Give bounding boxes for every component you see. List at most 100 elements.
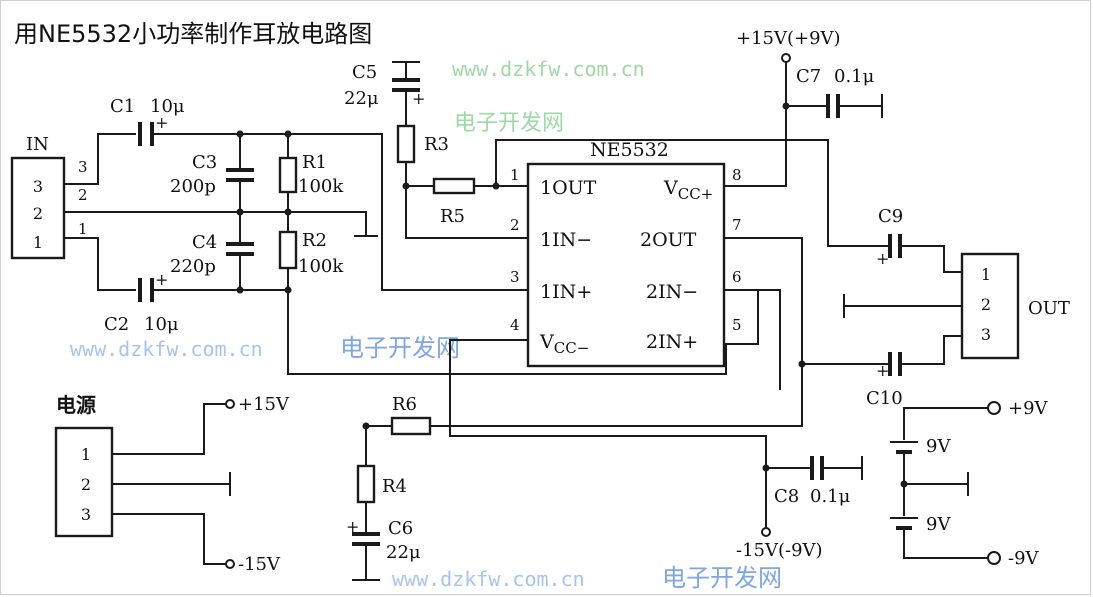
c9-name: C9 [878, 206, 903, 227]
ic-pin-7-label: 2OUT [640, 229, 697, 251]
power-pos-terminal [225, 399, 235, 409]
input-connector: IN 3 2 1 3 2 1 [10, 134, 88, 260]
r2-value: 100k [298, 256, 344, 277]
ic-pin-4-label: VCC− [539, 331, 589, 357]
wire-pin1-c9 [495, 139, 888, 247]
output-connector-pin-2: 2 [981, 295, 991, 314]
ic-pin-6-label: 2IN− [646, 281, 698, 303]
wire-pin7-r6 [365, 237, 803, 466]
power-neg-label: -15V [238, 554, 281, 575]
r6-name: R6 [392, 394, 417, 415]
watermark-url-bottom: www.dzkfw.com.cn [392, 567, 585, 591]
ic-name: NE5532 [590, 139, 669, 161]
c5-value: 22μ [344, 88, 379, 109]
output-connector: 1 2 3 OUT [960, 252, 1070, 360]
resistor-r6 [390, 416, 432, 436]
watermark-url-middle: www.dzkfw.com.cn [70, 337, 263, 361]
resistor-r5 [432, 177, 476, 195]
ic-pin-3-number: 3 [510, 268, 520, 286]
pos-rail-terminal [781, 53, 791, 63]
output-connector-pin-3: 3 [981, 325, 991, 344]
svg-text:+: + [155, 270, 168, 289]
ic-pin-3-label: 1IN+ [540, 281, 592, 303]
c4-name: C4 [192, 232, 217, 253]
watermark-name-top: 电子开发网 [454, 111, 564, 136]
output-connector-label: OUT [1028, 298, 1070, 319]
battery-pos-terminal [987, 401, 1001, 415]
watermark-name-middle: 电子开发网 [340, 334, 460, 362]
c8-name: C8 [774, 486, 799, 507]
c1-value: 10μ [150, 96, 185, 117]
wire-pin4-neg [449, 339, 767, 466]
ic-pin-5-label: 2IN+ [646, 331, 698, 353]
c7-value: 0.1μ [834, 66, 875, 87]
input-connector-pin-2: 2 [33, 204, 43, 223]
wire-power-neg [112, 513, 226, 565]
watermark-name-bottom: 电子开发网 [662, 564, 782, 592]
svg-text:+: + [412, 89, 425, 108]
input-connector-pin-1: 1 [33, 233, 43, 252]
power-connector-body [54, 426, 114, 538]
battery-neg-terminal [987, 551, 1001, 565]
resistor-r3 [396, 124, 416, 164]
power-neg-terminal [225, 559, 235, 569]
c6-name: C6 [388, 518, 413, 539]
svg-text:+: + [876, 361, 889, 380]
wire-in2-ground [64, 211, 367, 236]
wire-in3-c1 [64, 133, 136, 185]
battery-neg-label: -9V [1008, 548, 1040, 569]
c3-value: 200p [170, 176, 216, 197]
input-connector-pin-3: 3 [33, 177, 43, 196]
pos-rail-label: +15V(+9V) [736, 28, 841, 49]
battery-cell-1-label: 9V [926, 436, 951, 457]
c3-name: C3 [192, 152, 217, 173]
input-wire-number-3: 3 [78, 158, 88, 176]
c1-name: C1 [110, 96, 135, 117]
power-connector: 电源 1 2 3 [54, 393, 114, 538]
capacitor-c1: + C1 10μ [110, 96, 185, 146]
svg-text:+: + [346, 517, 359, 536]
power-connector-pin-2: 2 [81, 475, 91, 494]
svg-text:+: + [155, 113, 168, 132]
c8-value: 0.1μ [810, 486, 851, 507]
ic-pin-7-number: 7 [732, 216, 742, 234]
power-connector-pin-3: 3 [81, 505, 91, 524]
wire-in1-c2 [64, 237, 136, 291]
r3-name: R3 [424, 134, 449, 155]
ic-pin-6-number: 6 [732, 268, 742, 286]
c4-value: 220p [170, 256, 216, 277]
ic-pin-1-number: 1 [510, 166, 520, 184]
wire-c1-pin3 [152, 133, 516, 291]
resistor-r4 [356, 464, 376, 504]
ic-pin-5-number: 5 [732, 316, 742, 334]
neg-rail-label: -15V(-9V) [736, 540, 823, 561]
c7-name: C7 [796, 66, 821, 87]
output-connector-pin-1: 1 [981, 265, 991, 284]
ic-pin-8-label: VCC+ [663, 177, 713, 203]
c6-value: 22μ [386, 542, 421, 563]
svg-text:+: + [876, 249, 889, 268]
wire-pin6 [724, 289, 781, 390]
ic-ne5532: NE5532 1 1OUT 2 1IN− 3 1IN+ 4 VCC− 8 VCC… [510, 139, 742, 368]
battery-cell-2-label: 9V [926, 514, 951, 535]
power-connector-pin-1: 1 [81, 445, 91, 464]
c10-name: C10 [866, 388, 903, 409]
wire-power-pos [112, 403, 226, 455]
resistor-r2 [278, 230, 298, 270]
battery-pos-label: +9V [1008, 398, 1049, 419]
diagram-title: 用NE5532小功率制作耳放电路图 [14, 20, 372, 48]
ic-pin-4-number: 4 [510, 316, 520, 334]
ic-body [526, 162, 726, 368]
input-wire-number-1: 1 [78, 220, 88, 238]
ic-pin-8-number: 8 [732, 166, 742, 184]
r1-name: R1 [302, 152, 327, 173]
c5-name: C5 [352, 62, 377, 83]
r4-name: R4 [382, 476, 407, 497]
power-connector-label: 电源 [56, 393, 96, 417]
ic-pin-2-number: 2 [510, 216, 520, 234]
c2-name: C2 [104, 314, 129, 335]
r2-name: R2 [302, 230, 327, 251]
input-connector-body [10, 156, 66, 260]
